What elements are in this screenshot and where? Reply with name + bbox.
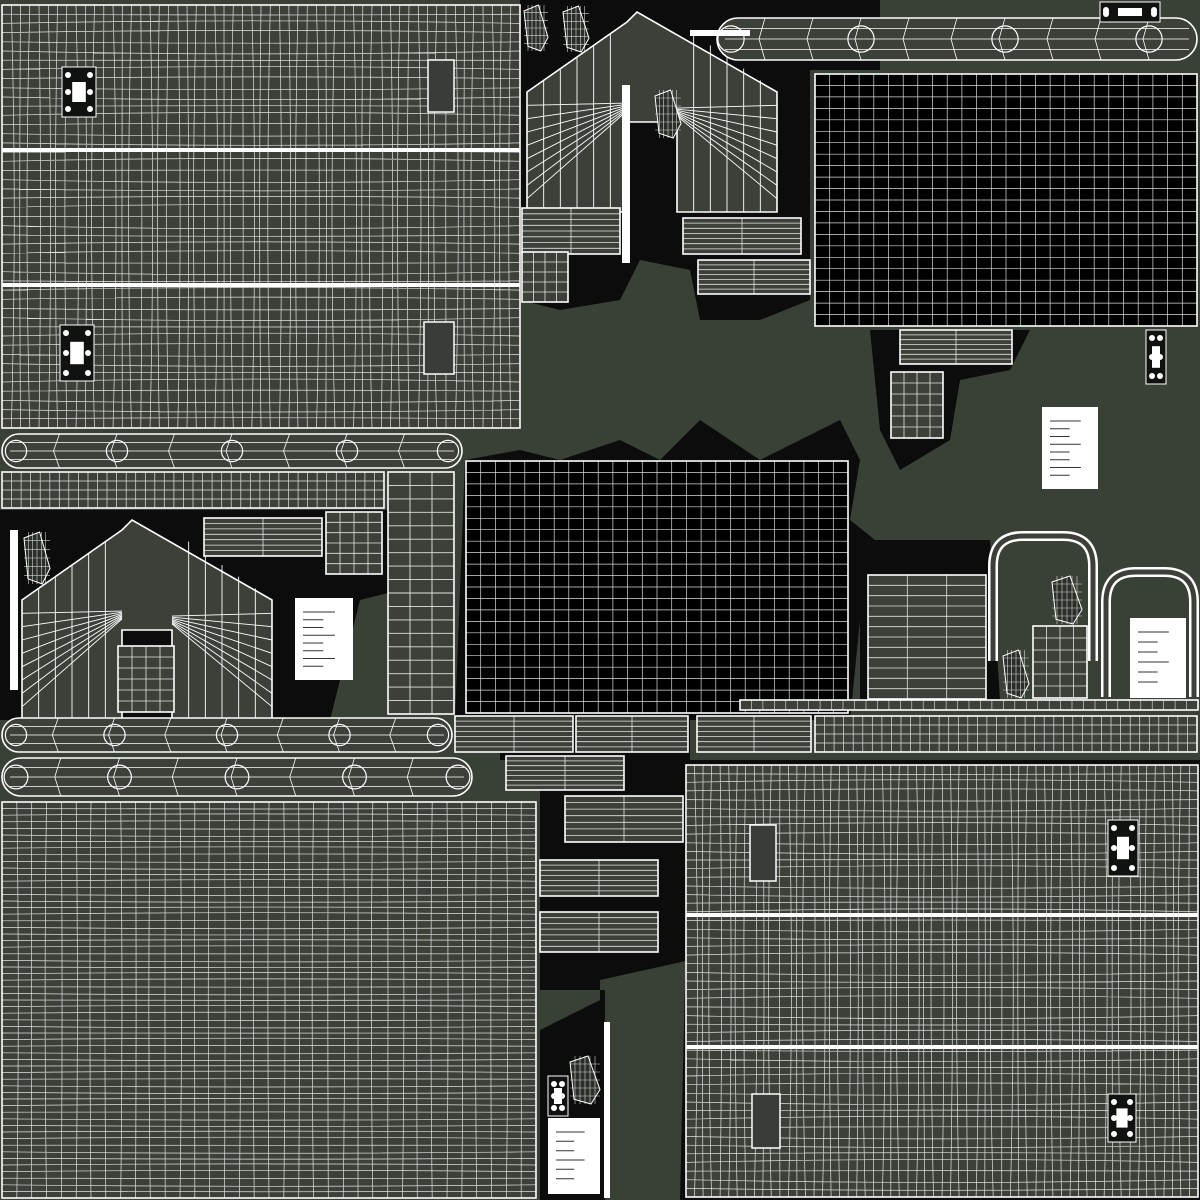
- mesh-scrap-4: [23, 531, 51, 585]
- beam-left-lower: [1, 717, 453, 753]
- decal-4: [1107, 1093, 1137, 1143]
- strip-right-thin: [739, 699, 1199, 711]
- plank-o: [564, 795, 684, 843]
- decal-7: [1099, 1, 1161, 23]
- plank-e: [899, 329, 1013, 365]
- plank-f: [890, 371, 944, 439]
- door-arch-2: [1101, 567, 1199, 697]
- plank-j: [117, 645, 175, 713]
- window-3: [749, 824, 777, 882]
- plank-n: [505, 755, 625, 791]
- strip-long-left: [1, 471, 385, 509]
- beam-left-upper: [1, 433, 463, 469]
- mesh-scrap-7: [569, 1055, 601, 1105]
- floor-panel-center: [465, 460, 849, 714]
- mesh-scrap-1: [523, 4, 549, 52]
- mesh-scrap-3: [654, 89, 682, 139]
- beam-left-bottom: [1, 757, 473, 797]
- decal-6: [547, 1075, 569, 1117]
- mesh-scrap-5: [1051, 575, 1083, 625]
- decal-2: [59, 324, 95, 382]
- label-sticker-3: [1130, 618, 1186, 698]
- label-islands: [295, 407, 1186, 1194]
- plank-b: [682, 217, 802, 255]
- window-2: [423, 321, 455, 375]
- wall-panel-bottom-left: [1, 801, 537, 1199]
- strip-long-right: [814, 715, 1198, 753]
- plank-h: [325, 511, 383, 575]
- plank-g: [203, 517, 323, 557]
- plank-q: [539, 911, 659, 953]
- floor-panel-top-right: [814, 73, 1198, 327]
- label-sticker-1: [1042, 407, 1098, 489]
- window-1: [427, 59, 455, 113]
- trim-4: [690, 30, 750, 36]
- plank-k: [454, 715, 574, 753]
- plank-m: [696, 715, 812, 753]
- plank-l: [575, 715, 689, 753]
- door-frame-column: [387, 471, 455, 715]
- decal-5: [1145, 329, 1167, 385]
- trim-3: [604, 1022, 610, 1198]
- window-4: [751, 1093, 781, 1149]
- label-sticker-4: [548, 1118, 600, 1194]
- label-sticker-2: [295, 598, 353, 680]
- plank-a: [521, 207, 621, 255]
- beam-top-right: [716, 17, 1198, 61]
- decal-3: [1107, 819, 1139, 877]
- mesh-scrap-2: [562, 5, 590, 53]
- plank-c: [697, 259, 811, 295]
- plank-r: [1032, 625, 1088, 699]
- plank-d: [521, 251, 569, 303]
- mesh-scrap-6: [1002, 649, 1030, 699]
- door-arch-1: [988, 531, 1098, 661]
- plank-i: [867, 574, 987, 700]
- decal-1: [61, 66, 97, 118]
- trim-1: [622, 85, 630, 263]
- plank-p: [539, 859, 659, 897]
- trim-2: [10, 530, 18, 690]
